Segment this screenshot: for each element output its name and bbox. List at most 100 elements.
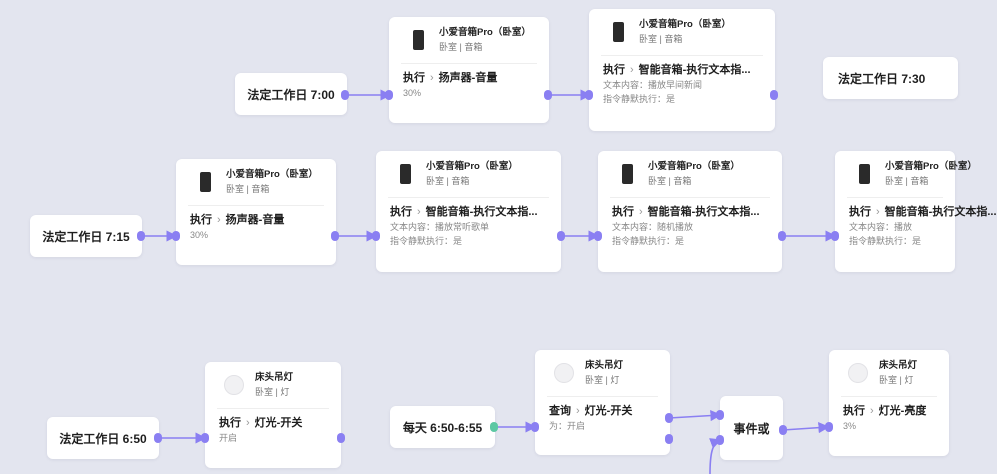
lamp-icon	[223, 374, 245, 396]
speaker-icon	[407, 29, 429, 51]
action-verb: 执行	[390, 206, 412, 218]
action-verb: 执行	[612, 206, 634, 218]
input-port[interactable]	[594, 231, 602, 241]
action-node[interactable]: 小爱音箱Pro（卧室） 卧室 | 音箱 执行 › 智能音箱-执行文本指... 文本内…	[376, 151, 561, 272]
action-name: 扬声器-音量	[438, 72, 498, 84]
output-port[interactable]	[544, 90, 552, 100]
input-port[interactable]	[385, 90, 393, 100]
device-name: 小爱音箱Pro（卧室）	[639, 19, 731, 30]
output-port[interactable]	[557, 231, 565, 241]
action-node[interactable]: 小爱音箱Pro（卧室） 卧室 | 音箱 执行›扬声器-音量 30%	[389, 17, 549, 123]
input-port[interactable]	[531, 422, 539, 432]
action-detail: 指令静默执行：是	[603, 94, 676, 104]
action-detail: 文本内容：随机播放	[612, 222, 694, 232]
action-node[interactable]: 小爱音箱Pro（卧室） 卧室 | 音箱 执行 › 智能音箱-执行文本指... 文本内…	[598, 151, 782, 272]
input-port[interactable]	[172, 231, 180, 241]
condition-node[interactable]: 床头吊灯 卧室 | 灯 查询›灯光-开关 为：开启	[535, 350, 670, 455]
action-name: 灯光-开关	[584, 405, 633, 417]
lamp-icon	[553, 362, 575, 384]
action-name: 灯光-开关	[254, 417, 303, 429]
action-detail: 指令静默执行：是	[849, 236, 922, 246]
output-port[interactable]	[341, 90, 349, 100]
device-room: 卧室 | 音箱	[648, 176, 692, 186]
output-port[interactable]	[331, 231, 339, 241]
device-name: 小爱音箱Pro（卧室）	[885, 161, 977, 172]
action-detail: 30%	[190, 230, 209, 240]
action-name: 扬声器-音量	[225, 214, 285, 226]
action-node[interactable]: 小爱音箱Pro（卧室） 卧室 | 音箱 执行 › 扬声器-音量 30%	[176, 159, 336, 265]
action-name: 智能音箱-执行文本指...	[425, 206, 538, 218]
input-port[interactable]	[716, 435, 724, 445]
logic-or-node[interactable]: 事件或	[720, 396, 783, 460]
action-detail: 3%	[843, 421, 857, 431]
action-detail: 为：开启	[549, 421, 586, 431]
device-name: 小爱音箱Pro（卧室）	[426, 161, 518, 172]
trigger-card[interactable]: 法定工作日 7:00	[235, 73, 347, 115]
action-verb: 执行	[603, 64, 625, 76]
device-room: 卧室 | 音箱	[226, 184, 270, 194]
input-port[interactable]	[831, 231, 839, 241]
action-verb: 执行	[843, 405, 865, 417]
output-port[interactable]	[770, 90, 778, 100]
output-port-true[interactable]	[665, 413, 673, 423]
output-port[interactable]	[779, 425, 787, 435]
wire	[709, 438, 722, 474]
chevron-right-icon: ›	[639, 206, 643, 218]
action-name: 智能音箱-执行文本指...	[884, 206, 997, 218]
speaker-icon	[394, 163, 416, 185]
chevron-right-icon: ›	[217, 214, 221, 226]
input-port[interactable]	[585, 90, 593, 100]
action-verb: 查询	[549, 405, 571, 417]
device-name: 床头吊灯	[585, 360, 624, 371]
action-node[interactable]: 床头吊灯 卧室 | 灯 执行›灯光-亮度 3%	[829, 350, 949, 456]
input-port[interactable]	[372, 231, 380, 241]
speaker-icon	[194, 171, 216, 193]
wire	[782, 422, 830, 434]
action-verb: 执行	[849, 206, 871, 218]
output-port[interactable]	[337, 433, 345, 443]
input-port[interactable]	[201, 433, 209, 443]
input-port[interactable]	[825, 422, 833, 432]
action-verb: 执行	[190, 214, 212, 226]
trigger-card[interactable]: 法定工作日 7:15	[30, 215, 142, 257]
output-port[interactable]	[490, 422, 498, 432]
action-detail: 文本内容：播放	[849, 222, 913, 232]
device-name: 小爱音箱Pro（卧室）	[226, 169, 318, 180]
speaker-icon	[853, 163, 875, 185]
device-room: 卧室 | 音箱	[426, 176, 470, 186]
lamp-icon	[847, 362, 869, 384]
action-detail: 文本内容：播放早间新闻	[603, 80, 703, 90]
device-room: 卧室 | 音箱	[439, 42, 483, 52]
wire	[668, 409, 722, 422]
input-port[interactable]	[716, 410, 724, 420]
action-verb: 执行	[219, 417, 241, 429]
action-node[interactable]: 小爱音箱Pro（卧室） 卧室 | 音箱 执行›智能音箱-执行文本指... 文本内…	[589, 9, 775, 131]
chevron-right-icon: ›	[430, 72, 434, 84]
action-verb: 执行	[403, 72, 425, 84]
chevron-right-icon: ›	[870, 405, 874, 417]
chevron-right-icon: ›	[630, 64, 634, 76]
trigger-card[interactable]: 每天 6:50-6:55	[390, 406, 495, 448]
output-port[interactable]	[154, 433, 162, 443]
device-room: 卧室 | 灯	[585, 375, 620, 385]
chevron-right-icon: ›	[417, 206, 421, 218]
trigger-card[interactable]: 法定工作日 6:50	[47, 417, 159, 459]
output-port[interactable]	[778, 231, 786, 241]
output-port[interactable]	[137, 231, 145, 241]
chevron-right-icon: ›	[876, 206, 880, 218]
device-room: 卧室 | 灯	[879, 375, 914, 385]
action-node[interactable]: 床头吊灯 卧室 | 灯 执行›灯光-开关 开启	[205, 362, 341, 468]
device-name: 床头吊灯	[255, 372, 294, 383]
output-port-false[interactable]	[665, 434, 673, 444]
trigger-card[interactable]: 法定工作日 7:30	[823, 57, 958, 99]
device-name: 床头吊灯	[879, 360, 918, 371]
action-detail: 开启	[219, 433, 238, 443]
device-room: 卧室 | 音箱	[639, 34, 683, 44]
device-name: 小爱音箱Pro（卧室）	[648, 161, 740, 172]
action-detail: 文本内容：播放常听歌单	[390, 222, 490, 232]
action-node[interactable]: 小爱音箱Pro（卧室） 卧室 | 音箱 执行 › 智能音箱-执行文本指... 文本内…	[835, 151, 997, 272]
action-name: 智能音箱-执行文本指...	[647, 206, 760, 218]
device-room: 卧室 | 音箱	[885, 176, 929, 186]
speaker-icon	[616, 163, 638, 185]
device-name: 小爱音箱Pro（卧室）	[439, 27, 531, 38]
